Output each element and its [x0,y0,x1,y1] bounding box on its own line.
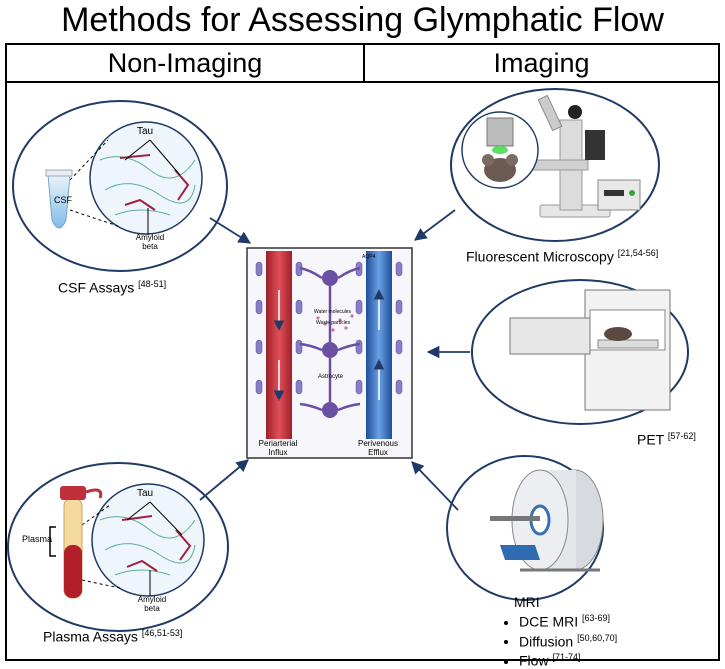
page-title: Methods for Assessing Glymphatic Flow [61,1,664,39]
header-non-imaging: Non-Imaging [5,43,365,83]
csf-amyloid-label-2: beta [142,242,158,251]
csf-amyloid-label: Amyloid [136,233,164,242]
mri-item-diffusion: Diffusion [50,60,70] [519,630,617,650]
mri-label: MRI [514,594,540,610]
perivenous-label-2: Efflux [368,448,388,457]
csf-assays-label: CSF Assays [48-51] [58,279,167,296]
plasma-assay-illustration [7,462,229,632]
mri-item-flow: Flow [71-74] [519,649,617,669]
plasma-tube-label: Plasma [22,534,52,544]
periarterial-label-2: Influx [268,448,287,457]
astrocyte-label: Astrocyte [318,374,344,380]
perivenous-label: Perivenous [358,439,398,448]
plasma-assays-label: Plasma Assays [46,51-53] [43,628,183,645]
plasma-amyloid-label: Amyloid [138,595,166,604]
microscopy-illustration [450,88,660,242]
mri-illustration [446,455,604,601]
csf-assay-illustration [12,100,228,272]
mri-method-list: DCE MRI [63-69] Diffusion [50,60,70] Flo… [505,610,617,669]
waste-particles-label: Waste particles [316,320,350,326]
pet-label: PET [57-62] [637,431,696,448]
plasma-tau-label: Tau [137,488,153,499]
csf-tau-label: Tau [137,126,153,137]
pet-illustration [471,279,689,425]
csf-tube-label: CSF [54,195,73,205]
aqp4-label: AQP4 [362,254,376,260]
mri-item-dce: DCE MRI [63-69] [519,610,617,630]
periarterial-label: Periarterial [259,439,298,448]
microscopy-label: Fluorescent Microscopy [21,54-56] [466,248,659,265]
header-imaging: Imaging [363,43,720,83]
glymphatic-diagram [246,247,413,459]
water-molecules-label: Water molecules [314,309,352,315]
connector-arrows [199,209,470,511]
plasma-amyloid-label-2: beta [144,604,160,613]
